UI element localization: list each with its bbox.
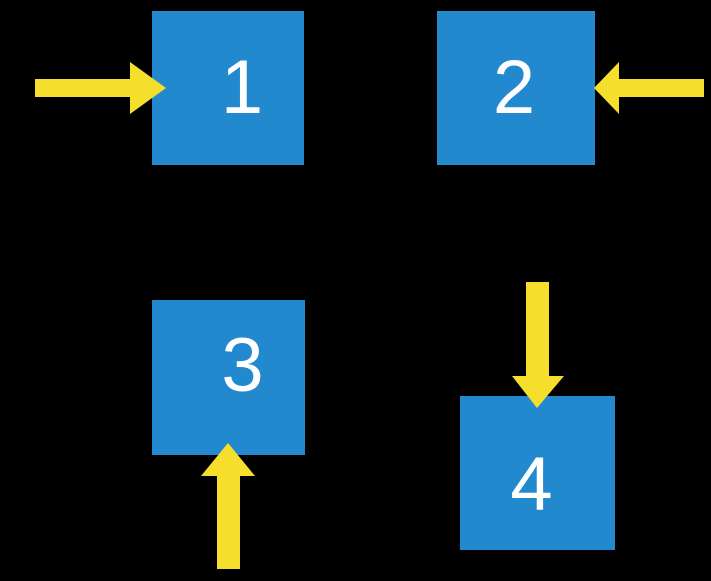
arrow-up-icon [201, 443, 255, 569]
node-box-4[interactable]: 4 [460, 396, 615, 550]
node-label-4: 4 [510, 442, 553, 527]
node-box-1[interactable]: 1 [152, 11, 304, 165]
node-box-3[interactable]: 3 [152, 300, 305, 455]
arrow-right-icon [35, 62, 166, 114]
node-label-3: 3 [221, 322, 264, 408]
arrow-left-icon [594, 62, 704, 114]
node-label-1: 1 [220, 45, 264, 130]
arrow-down-icon [512, 282, 564, 408]
node-label-2: 2 [492, 45, 536, 130]
node-box-2[interactable]: 2 [437, 11, 595, 165]
